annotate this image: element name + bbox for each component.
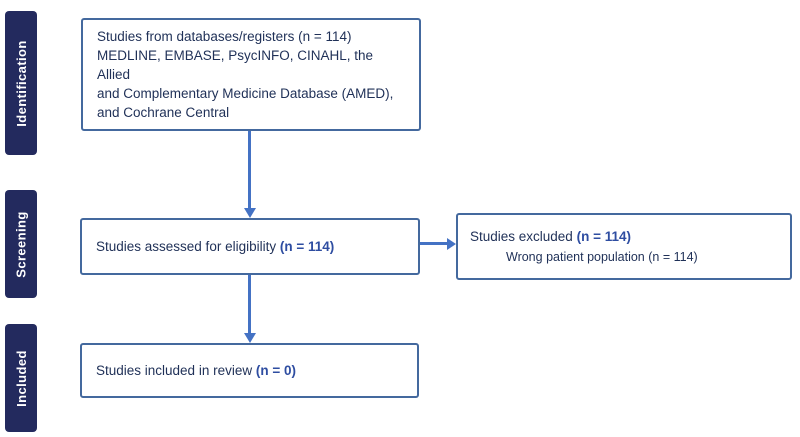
box-studies-excluded-text: Studies excluded (n = 114) [470,227,782,247]
arrow-databases-to-assessed-line [248,131,251,208]
stage-label-screening: Screening [13,210,29,278]
arrow-assessed-to-excluded-head [447,238,456,250]
box-studies-included-text: Studies included in review (n = 0) [96,363,407,378]
box-studies-from-databases-text: Studies from databases/registers (n = 11… [97,29,394,120]
box-studies-assessed-text: Studies assessed for eligibility (n = 11… [96,239,408,254]
stage-label-identification: Identification [13,39,29,127]
assessed-label: Studies assessed for eligibility [96,239,280,254]
included-label: Studies included in review [96,363,256,378]
arrow-assessed-to-included-line [248,275,251,333]
included-count: (n = 0) [255,363,296,378]
stage-label-included: Included [13,349,29,407]
assessed-count: (n = 114) [279,239,335,254]
stage-bar-included: Included [5,324,37,432]
box-studies-assessed: Studies assessed for eligibility (n = 11… [80,218,420,275]
stage-bar-screening: Screening [5,190,37,298]
arrow-assessed-to-included-head [244,333,256,343]
excluded-label: Studies excluded [470,228,577,244]
excluded-reason: Wrong patient population (n = 114) [506,249,698,264]
excluded-count: (n = 114) [576,228,631,244]
stage-bar-identification: Identification [5,11,37,155]
box-studies-included: Studies included in review (n = 0) [80,343,419,398]
arrow-databases-to-assessed-head [244,208,256,218]
box-studies-excluded: Studies excluded (n = 114) Wrong patient… [456,213,792,280]
box-studies-from-databases: Studies from databases/registers (n = 11… [81,18,421,131]
arrow-assessed-to-excluded-line [420,242,447,245]
